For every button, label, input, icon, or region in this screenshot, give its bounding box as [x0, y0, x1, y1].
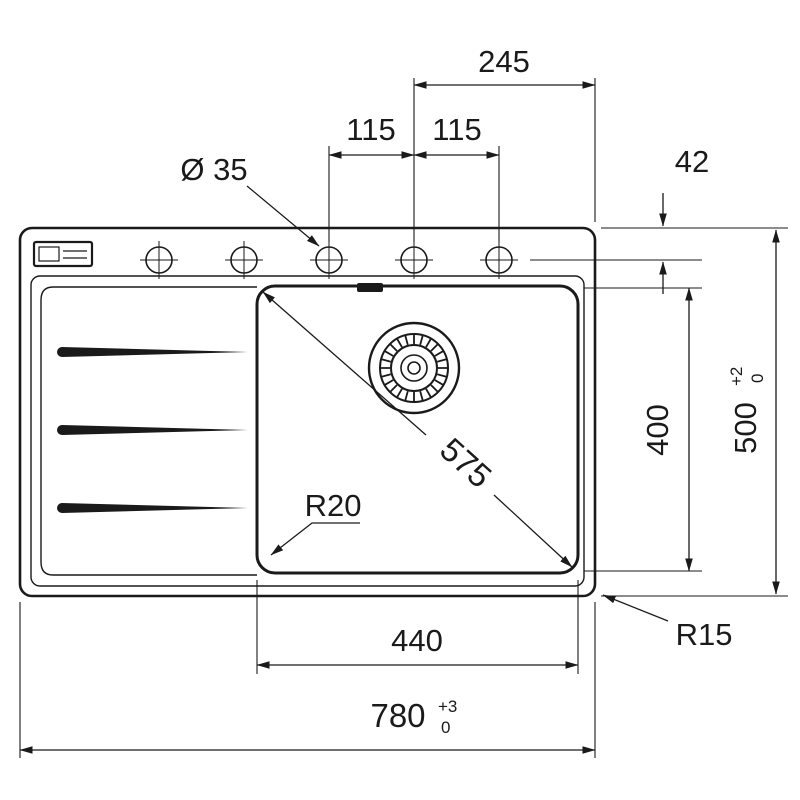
dim-440-label: 440 — [391, 623, 443, 658]
dim-115-left-label: 115 — [346, 112, 395, 147]
brand-plate — [32, 240, 94, 268]
tap-hole-3 — [310, 241, 348, 279]
tap-hole-2 — [225, 241, 263, 279]
groove — [57, 347, 248, 357]
dim-42-label: 42 — [675, 144, 709, 179]
hole-diameter-label: Ø 35 — [180, 152, 247, 187]
drainboard-edge — [40, 286, 257, 576]
dim-500-label-group: 500 +2 0 — [727, 367, 767, 454]
tap-hole-5 — [480, 241, 518, 279]
dimension-lines — [19, 78, 788, 758]
r20-leader — [270, 522, 360, 556]
tap-holes — [140, 241, 518, 279]
groove — [57, 503, 248, 513]
sink-outer-outline — [18, 226, 597, 598]
dim-500-tol-minus: 0 — [748, 374, 767, 383]
drain-strainer — [367, 321, 461, 415]
r15-label: R15 — [676, 617, 733, 652]
drainboard-grooves — [57, 347, 248, 513]
sink-inner-rim — [30, 275, 585, 587]
dim-780-tol-plus: +3 — [438, 697, 457, 716]
dim-780-label: 780 — [370, 697, 425, 734]
overflow-slot — [357, 283, 383, 292]
dim-115-right-label: 115 — [432, 112, 481, 147]
groove — [57, 425, 248, 435]
tap-hole-1 — [140, 241, 178, 279]
dim-500-tol-plus: +2 — [727, 367, 746, 386]
dim-780-tol-minus: 0 — [441, 718, 450, 737]
tap-hole-4 — [395, 241, 433, 279]
dim-575-diagonal-a — [262, 291, 427, 436]
dim-575-diagonal-b — [493, 494, 573, 568]
dim-575-label: 575 — [433, 430, 499, 494]
strainer-slots — [380, 334, 448, 402]
dim-400-label: 400 — [640, 404, 675, 456]
r20-label: R20 — [305, 488, 362, 523]
sink-body — [18, 226, 597, 598]
bowl-outline — [255, 284, 580, 575]
dim-780-label-group: 780 +3 0 — [370, 697, 457, 737]
dim-500-label: 500 — [728, 402, 763, 454]
dim-245-label: 245 — [478, 44, 530, 79]
hole-diameter-leader — [246, 185, 320, 247]
leader-lines — [246, 185, 669, 622]
r15-leader — [602, 594, 669, 622]
extension-lines — [19, 78, 788, 758]
dimension-labels: 245 115 115 Ø 35 42 575 400 500 +2 0 R20… — [180, 44, 767, 737]
measure-lines — [19, 81, 780, 754]
